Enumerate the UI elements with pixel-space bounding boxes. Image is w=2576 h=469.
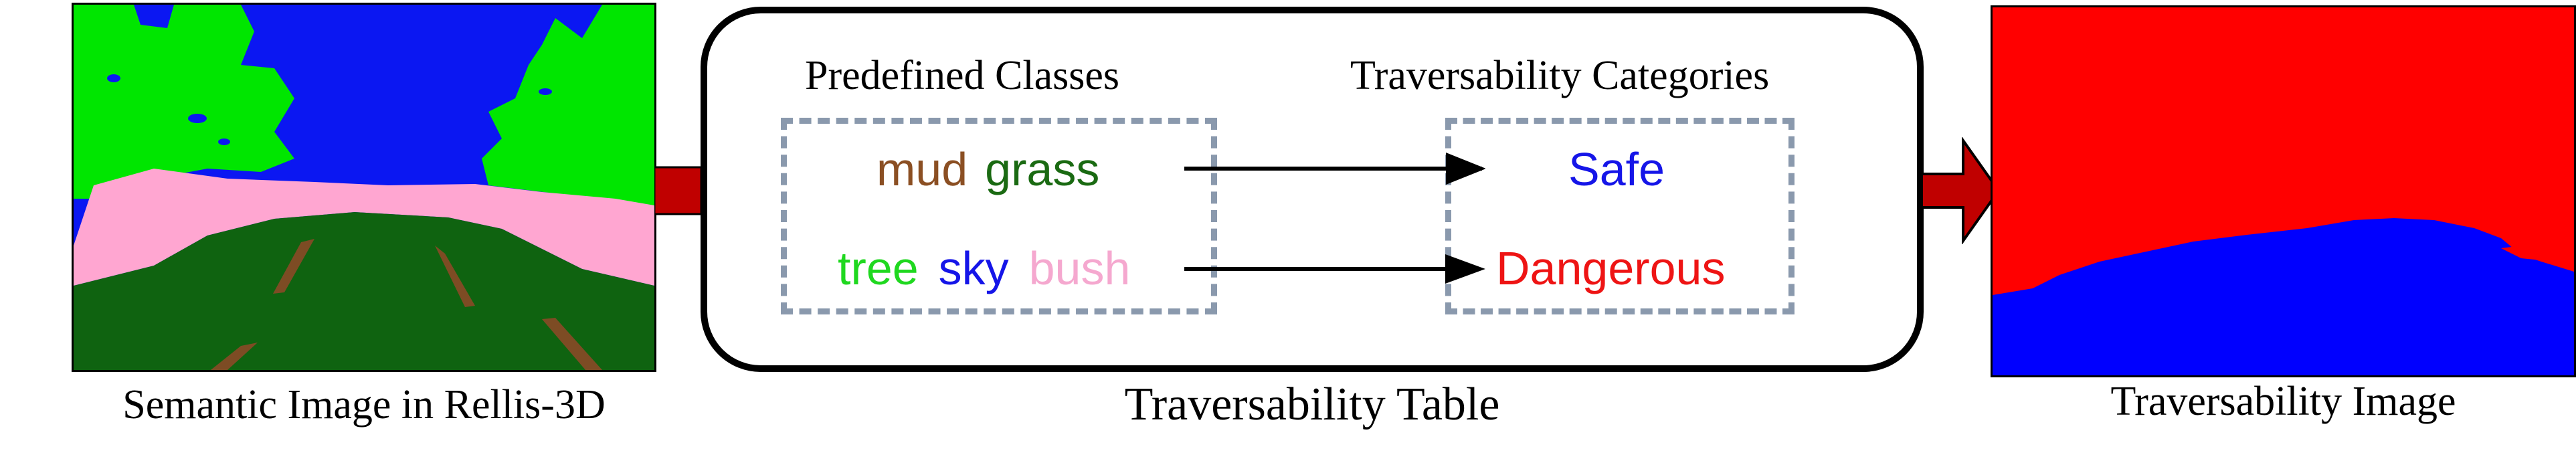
header-predefined-classes: Predefined Classes — [805, 53, 1120, 98]
arrow-to-dangerous-svg — [1184, 254, 1485, 284]
class-grass: grass — [985, 143, 1100, 195]
mapping-arrows — [1184, 153, 1485, 185]
traversability-categories-box — [1445, 118, 1795, 314]
row-safe-classes: mud grass — [877, 143, 1099, 196]
class-mud: mud — [877, 143, 968, 195]
header-traversability-categories: Traversability Categories — [1350, 53, 1770, 98]
class-tree: tree — [838, 242, 919, 294]
arrow-semantic-to-table — [654, 166, 701, 215]
traversability-image — [1991, 5, 2576, 377]
arrow-table-to-traversability — [1922, 137, 2001, 244]
category-dangerous: Dangerous — [1496, 242, 1726, 294]
semantic-image — [72, 3, 656, 372]
class-bush: bush — [1028, 242, 1131, 294]
table-caption: Traversability Table — [1124, 379, 1500, 430]
category-safe: Safe — [1568, 143, 1665, 195]
traversability-image-caption: Traversability Image — [2110, 379, 2456, 424]
semantic-image-caption: Semantic Image in Rellis-3D — [122, 382, 606, 428]
class-sky: sky — [938, 242, 1009, 294]
predefined-classes-box — [781, 118, 1217, 314]
